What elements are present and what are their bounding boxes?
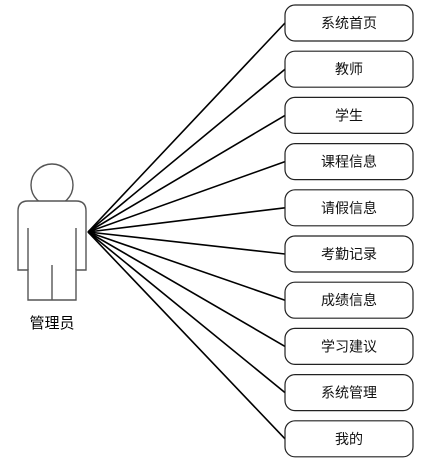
use-case-label: 学习建议 xyxy=(321,339,377,355)
use-case-label: 成绩信息 xyxy=(321,292,377,309)
use-case-box xyxy=(284,4,414,42)
use-case-box xyxy=(284,374,414,412)
use-case-box xyxy=(284,50,414,88)
use-case-node: 请假信息 xyxy=(284,189,414,227)
association-line xyxy=(87,114,286,233)
use-case-node: 教师 xyxy=(284,50,414,88)
use-case-box xyxy=(284,420,414,458)
use-case-label: 我的 xyxy=(335,432,363,448)
use-case-node: 系统管理 xyxy=(284,374,414,412)
association-line xyxy=(87,160,286,233)
use-case-label: 系统首页 xyxy=(321,16,377,32)
use-case-box xyxy=(284,327,414,365)
association-line xyxy=(87,22,286,233)
use-case-node: 学生 xyxy=(284,96,414,135)
use-case-label: 学生 xyxy=(335,108,363,124)
use-case-node: 考勤记录 xyxy=(284,235,414,273)
association-line xyxy=(87,207,286,233)
use-case-label: 教师 xyxy=(335,62,363,78)
use-case-box xyxy=(284,281,414,319)
use-case-box xyxy=(284,143,414,181)
use-case-box xyxy=(284,235,414,273)
use-case-box xyxy=(284,96,414,135)
use-case-label: 课程信息 xyxy=(321,154,377,171)
actor-figure: 管理员 xyxy=(17,163,87,332)
use-case-node: 课程信息 xyxy=(284,143,414,181)
association-line xyxy=(87,231,286,301)
use-case-node: 学习建议 xyxy=(284,327,414,365)
use-case-node: 成绩信息 xyxy=(284,281,414,319)
actor-label: 管理员 xyxy=(29,314,74,332)
association-line xyxy=(87,231,286,440)
use-case-label: 考勤记录 xyxy=(321,247,377,263)
use-case-label: 请假信息 xyxy=(321,200,377,217)
use-case-label: 系统管理 xyxy=(321,386,377,402)
association-line xyxy=(87,231,286,348)
use-case-node: 我的 xyxy=(284,420,414,458)
use-case-node: 系统首页 xyxy=(284,4,414,42)
association-line xyxy=(87,231,286,255)
use-case-box xyxy=(284,189,414,227)
actor-head xyxy=(30,163,74,207)
association-line xyxy=(87,68,286,233)
association-line xyxy=(87,231,286,394)
actor-body xyxy=(17,200,87,301)
association-lines xyxy=(87,22,286,440)
